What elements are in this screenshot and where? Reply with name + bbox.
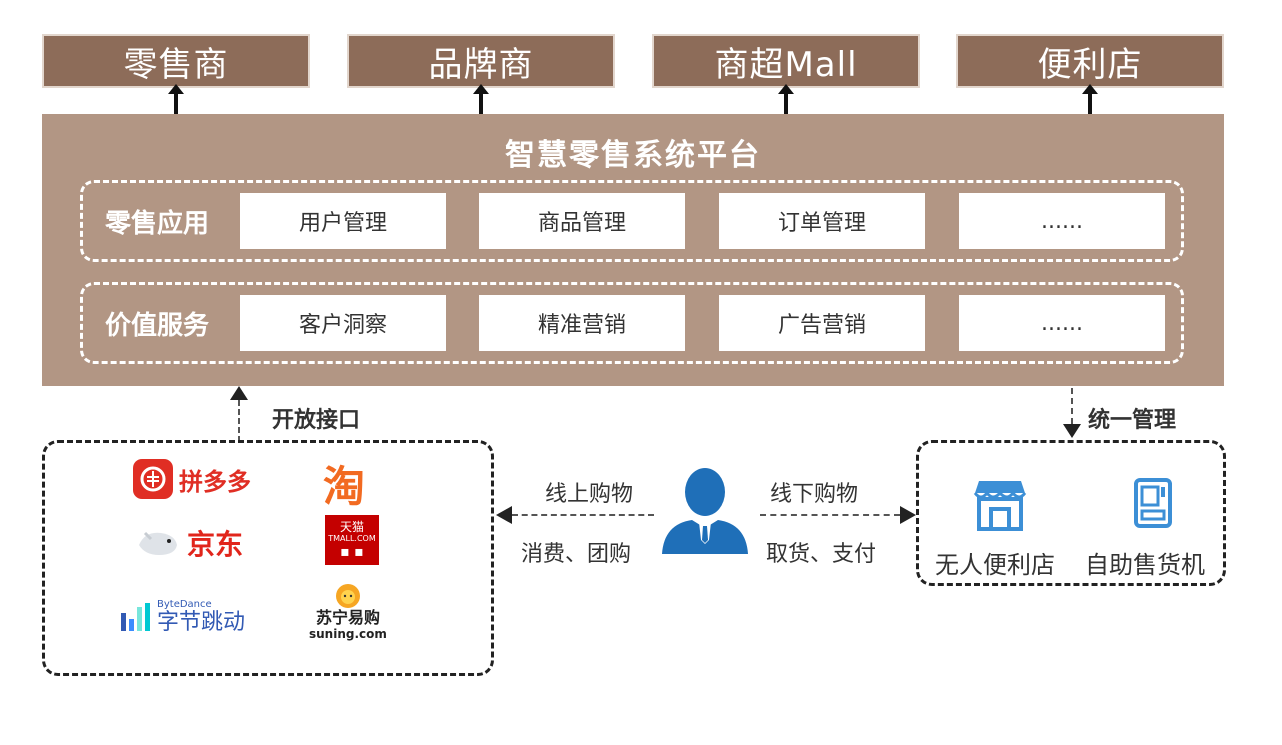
target-retailer: 零售商: [42, 34, 310, 88]
arrow-to-convenience-store: [1082, 84, 1098, 114]
store-icon: [973, 481, 1027, 531]
row-value-services: 价值服务 客户洞察 精准营销 广告营销 ......: [80, 282, 1184, 364]
link-online: [512, 514, 654, 516]
link-offline: [760, 514, 900, 516]
target-label: 品牌商: [428, 44, 534, 85]
label-online-shopping: 线上购物: [545, 482, 634, 507]
arrow-right-offline: [900, 506, 916, 524]
online-partners-box: 拼多多 淘 京东 天猫 TMALL.COM ▪ ▪ ByteDance 字节跳动: [42, 440, 494, 676]
bytedance-cn-text: 字节跳动: [157, 610, 246, 635]
jd-dog-icon: [139, 531, 177, 555]
logo-taobao: 淘: [323, 453, 365, 514]
bytedance-icon: [121, 603, 150, 631]
vending-machine-icon: [1134, 478, 1172, 528]
arrow-left-online: [496, 506, 512, 524]
cell-user-management: 用户管理: [240, 193, 446, 249]
logo-suning: 苏宁易购 suning.com: [309, 583, 387, 641]
cell-order-management: 订单管理: [719, 193, 925, 249]
pinduoduo-text: 拼多多: [179, 467, 251, 496]
label-open-interface: 开放接口: [272, 408, 361, 433]
target-label: 商超Mall: [714, 44, 858, 85]
suning-en-text: suning.com: [309, 627, 387, 641]
arrow-to-brand: [473, 84, 489, 114]
consumer: [658, 466, 752, 560]
target-label: 零售商: [123, 44, 229, 85]
taobao-text: 淘: [323, 462, 366, 511]
suning-lion-icon: [335, 584, 360, 608]
cell-product-management: 商品管理: [479, 193, 685, 249]
target-mall: 商超Mall: [652, 34, 920, 88]
pinduoduo-icon: [133, 459, 173, 499]
cell-precision-marketing: 精准营销: [479, 295, 685, 351]
suning-cn-text: 苏宁易购: [315, 608, 380, 627]
tmall-en-text: TMALL.COM: [328, 534, 376, 543]
logo-jd: 京东: [135, 523, 243, 563]
cell-more-services: ......: [959, 295, 1165, 351]
label-vending-machine: 自助售货机: [1085, 551, 1205, 579]
arrow-to-retailer: [168, 84, 184, 114]
target-label: 便利店: [1037, 44, 1143, 85]
cell-ad-marketing: 广告营销: [719, 295, 925, 351]
person-icon: [662, 468, 748, 554]
bytedance-text-group: ByteDance 字节跳动: [157, 599, 245, 635]
row-label: 价值服务: [105, 311, 210, 341]
tmall-cn-text: 天猫: [339, 520, 364, 534]
tmall-badge: 天猫 TMALL.COM ▪ ▪: [325, 515, 379, 565]
vending-machine: [1133, 477, 1173, 533]
logo-bytedance: ByteDance 字节跳动: [121, 599, 245, 635]
arrow-to-mall: [778, 84, 794, 114]
link-open-interface: [238, 400, 240, 442]
target-convenience-store: 便利店: [956, 34, 1224, 88]
tmall-cat-icon: ▪ ▪: [340, 544, 364, 560]
arrow-up-to-platform: [230, 386, 248, 400]
arrow-down-to-stores: [1063, 424, 1081, 438]
target-brand: 品牌商: [347, 34, 615, 88]
cell-more-apps: ......: [959, 193, 1165, 249]
row-label: 零售应用: [105, 209, 210, 239]
label-offline-shopping: 线下购物: [770, 482, 859, 507]
link-unified-management: [1071, 388, 1073, 424]
logo-tmall: 天猫 TMALL.COM ▪ ▪: [325, 515, 379, 565]
label-unmanned-store: 无人便利店: [935, 551, 1055, 579]
jd-text: 京东: [187, 528, 244, 561]
cell-customer-insight: 客户洞察: [240, 295, 446, 351]
label-online-detail: 消费、团购: [521, 542, 632, 567]
label-unified-management: 统一管理: [1088, 408, 1177, 433]
label-offline-detail: 取货、支付: [766, 542, 877, 567]
logo-pinduoduo: 拼多多: [133, 459, 251, 499]
row-retail-apps: 零售应用 用户管理 商品管理 订单管理 ......: [80, 180, 1184, 262]
unmanned-store: [973, 477, 1027, 535]
platform-title: 智慧零售系统平台: [505, 138, 761, 173]
platform-panel: 智慧零售系统平台 零售应用 用户管理 商品管理 订单管理 ...... 价值服务…: [42, 114, 1224, 386]
bytedance-en-text: ByteDance: [157, 599, 212, 610]
offline-stores-box: 无人便利店 自助售货机: [916, 440, 1226, 586]
